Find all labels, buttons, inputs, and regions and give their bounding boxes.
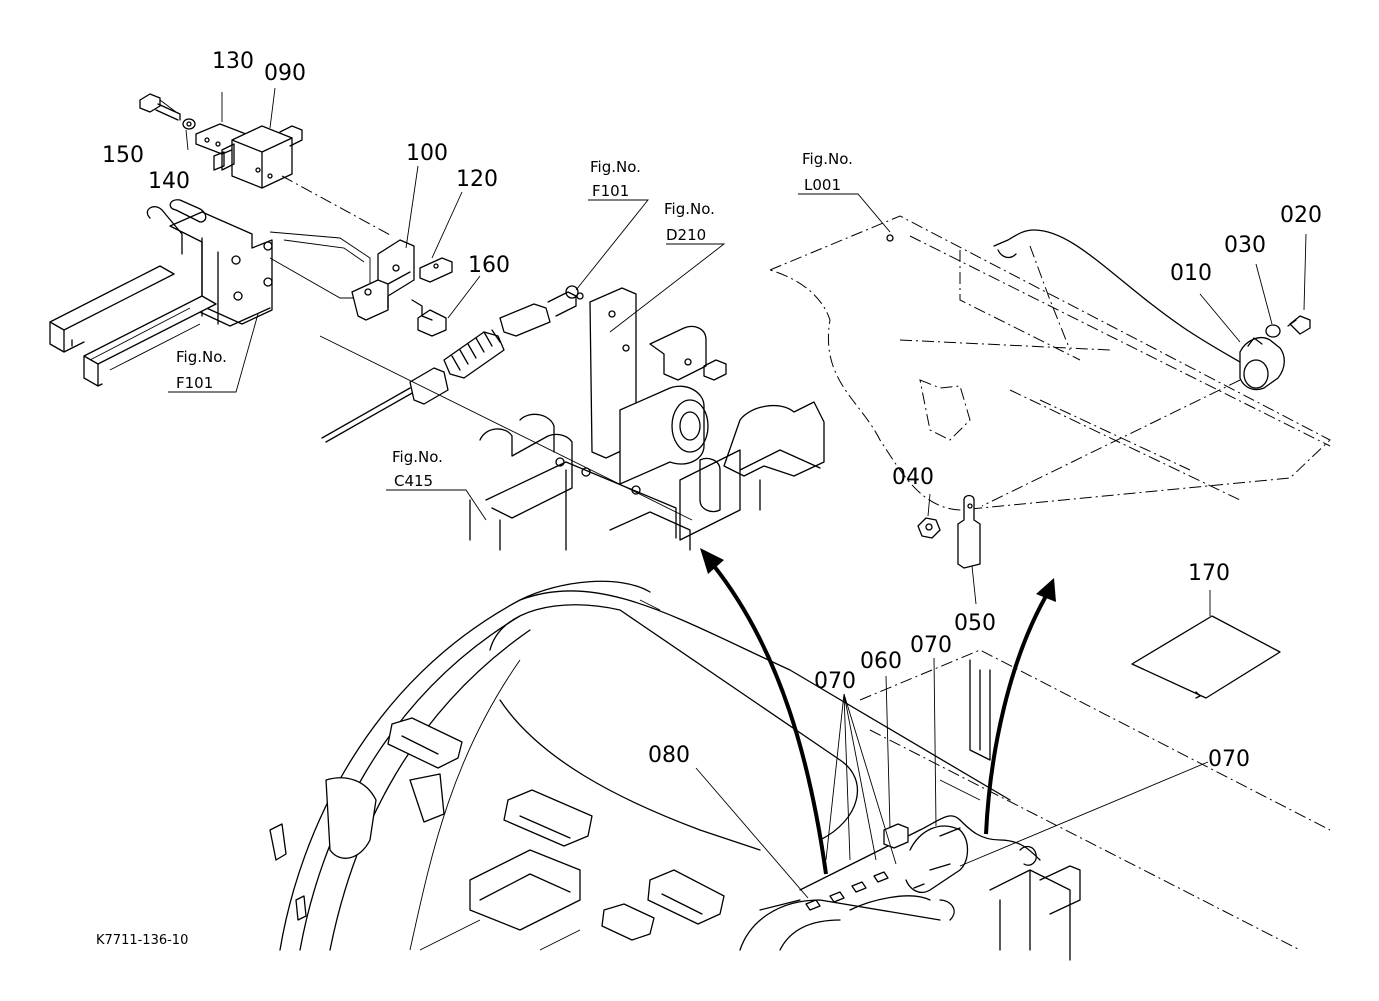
part-label-140: 140 [148, 169, 190, 194]
part-label-090: 090 [264, 61, 306, 86]
part-label-010: 010 [1170, 261, 1212, 286]
part-label-130: 130 [212, 49, 254, 74]
drawing-code: K7711-136-10 [96, 933, 188, 948]
fig-ref-label: Fig.No. [590, 158, 641, 176]
fig-ref-code: F101 [176, 374, 213, 392]
fig-ref-code: C415 [394, 472, 433, 490]
cab-roof [269, 580, 1331, 961]
fig-ref-code: D210 [666, 226, 706, 244]
part-label-150: 150 [102, 143, 144, 168]
part-label-020: 020 [1280, 203, 1322, 228]
switch-assembly [139, 87, 303, 189]
part-label-170: 170 [1188, 561, 1230, 586]
fig-ref-label: Fig.No. [802, 150, 853, 168]
part-label-030: 030 [1224, 233, 1266, 258]
part-label-160: 160 [468, 253, 510, 278]
cover-l001 [768, 215, 1331, 511]
lamp-assembly [981, 229, 1311, 507]
lever-bracket [589, 287, 727, 485]
part-label-120: 120 [456, 167, 498, 192]
part-label-060: 060 [860, 649, 902, 674]
bracket-plate-assembly [351, 165, 481, 337]
reference-arrows [700, 548, 1056, 875]
fig-ref-label: Fig.No. [392, 448, 443, 466]
part-label-070: 070 [910, 633, 952, 658]
mounting-bracket [49, 175, 393, 387]
fig-ref-code: F101 [592, 182, 629, 200]
fig-ref-label: Fig.No. [176, 348, 227, 366]
throttle-cable [321, 285, 584, 443]
fig-ref-leaders [168, 193, 891, 521]
part-label-100: 100 [406, 141, 448, 166]
part-label-070: 070 [1208, 747, 1250, 772]
part-label-040: 040 [892, 465, 934, 490]
part-label-050: 050 [954, 611, 996, 636]
fig-ref-label: Fig.No. [664, 200, 715, 218]
part-label-070: 070 [814, 669, 856, 694]
label-sheet [1131, 590, 1281, 699]
fig-ref-code: L001 [804, 176, 841, 194]
frame-c415 [319, 335, 825, 551]
nut-pin [917, 493, 981, 605]
part-label-080: 080 [648, 743, 690, 768]
